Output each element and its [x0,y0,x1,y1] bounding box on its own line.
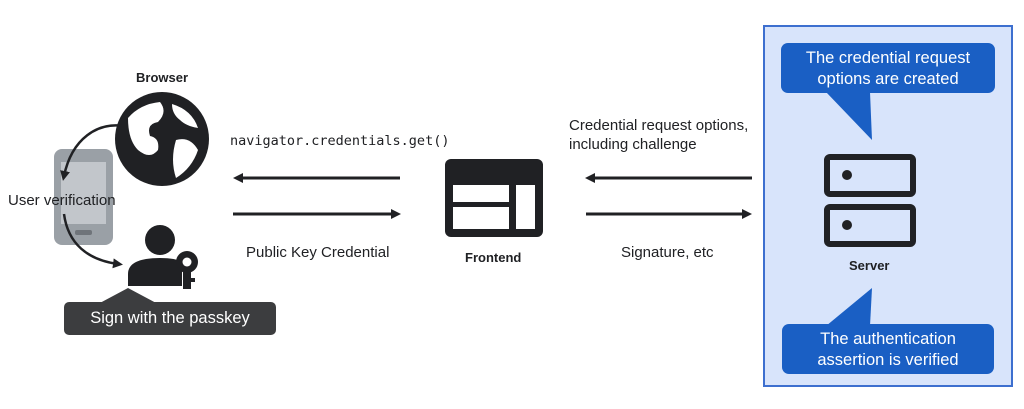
verification-arrow-top [60,124,125,181]
callout-options-created-line2: options are created [817,70,959,88]
frontend-window-icon [445,159,543,237]
server-title: Server [849,258,890,273]
callout-assertion-verified-line2: assertion is verified [817,351,959,369]
callout-options-created: The credential request options are creat… [781,43,995,93]
request-options-label-line1: Credential request options, [569,117,749,134]
globe-icon [115,92,209,186]
server-icon [824,154,916,247]
frontend-title: Frontend [465,250,522,265]
signature-label: Signature, etc [621,244,714,261]
verification-arrow-bottom [62,213,123,269]
sign-with-passkey-label: Sign with the passkey [64,302,276,335]
public-key-credential-label: Public Key Credential [246,244,390,261]
navigator-call-label: navigator.credentials.get() [230,133,450,149]
callout-assertion-verified-line1: The authentication [820,330,956,348]
callout-bottom-pointer [826,288,872,326]
user-key-icon [128,225,198,289]
request-options-label-line2: including challenge [569,136,697,153]
browser-title: Browser [136,70,189,85]
callout-options-created-line1: The credential request [805,49,971,67]
callout-assertion-verified: The authentication assertion is verified [782,324,994,374]
user-verification-label: User verification [8,192,116,209]
sign-label-pointer [98,288,158,304]
callout-top-pointer [826,92,872,140]
